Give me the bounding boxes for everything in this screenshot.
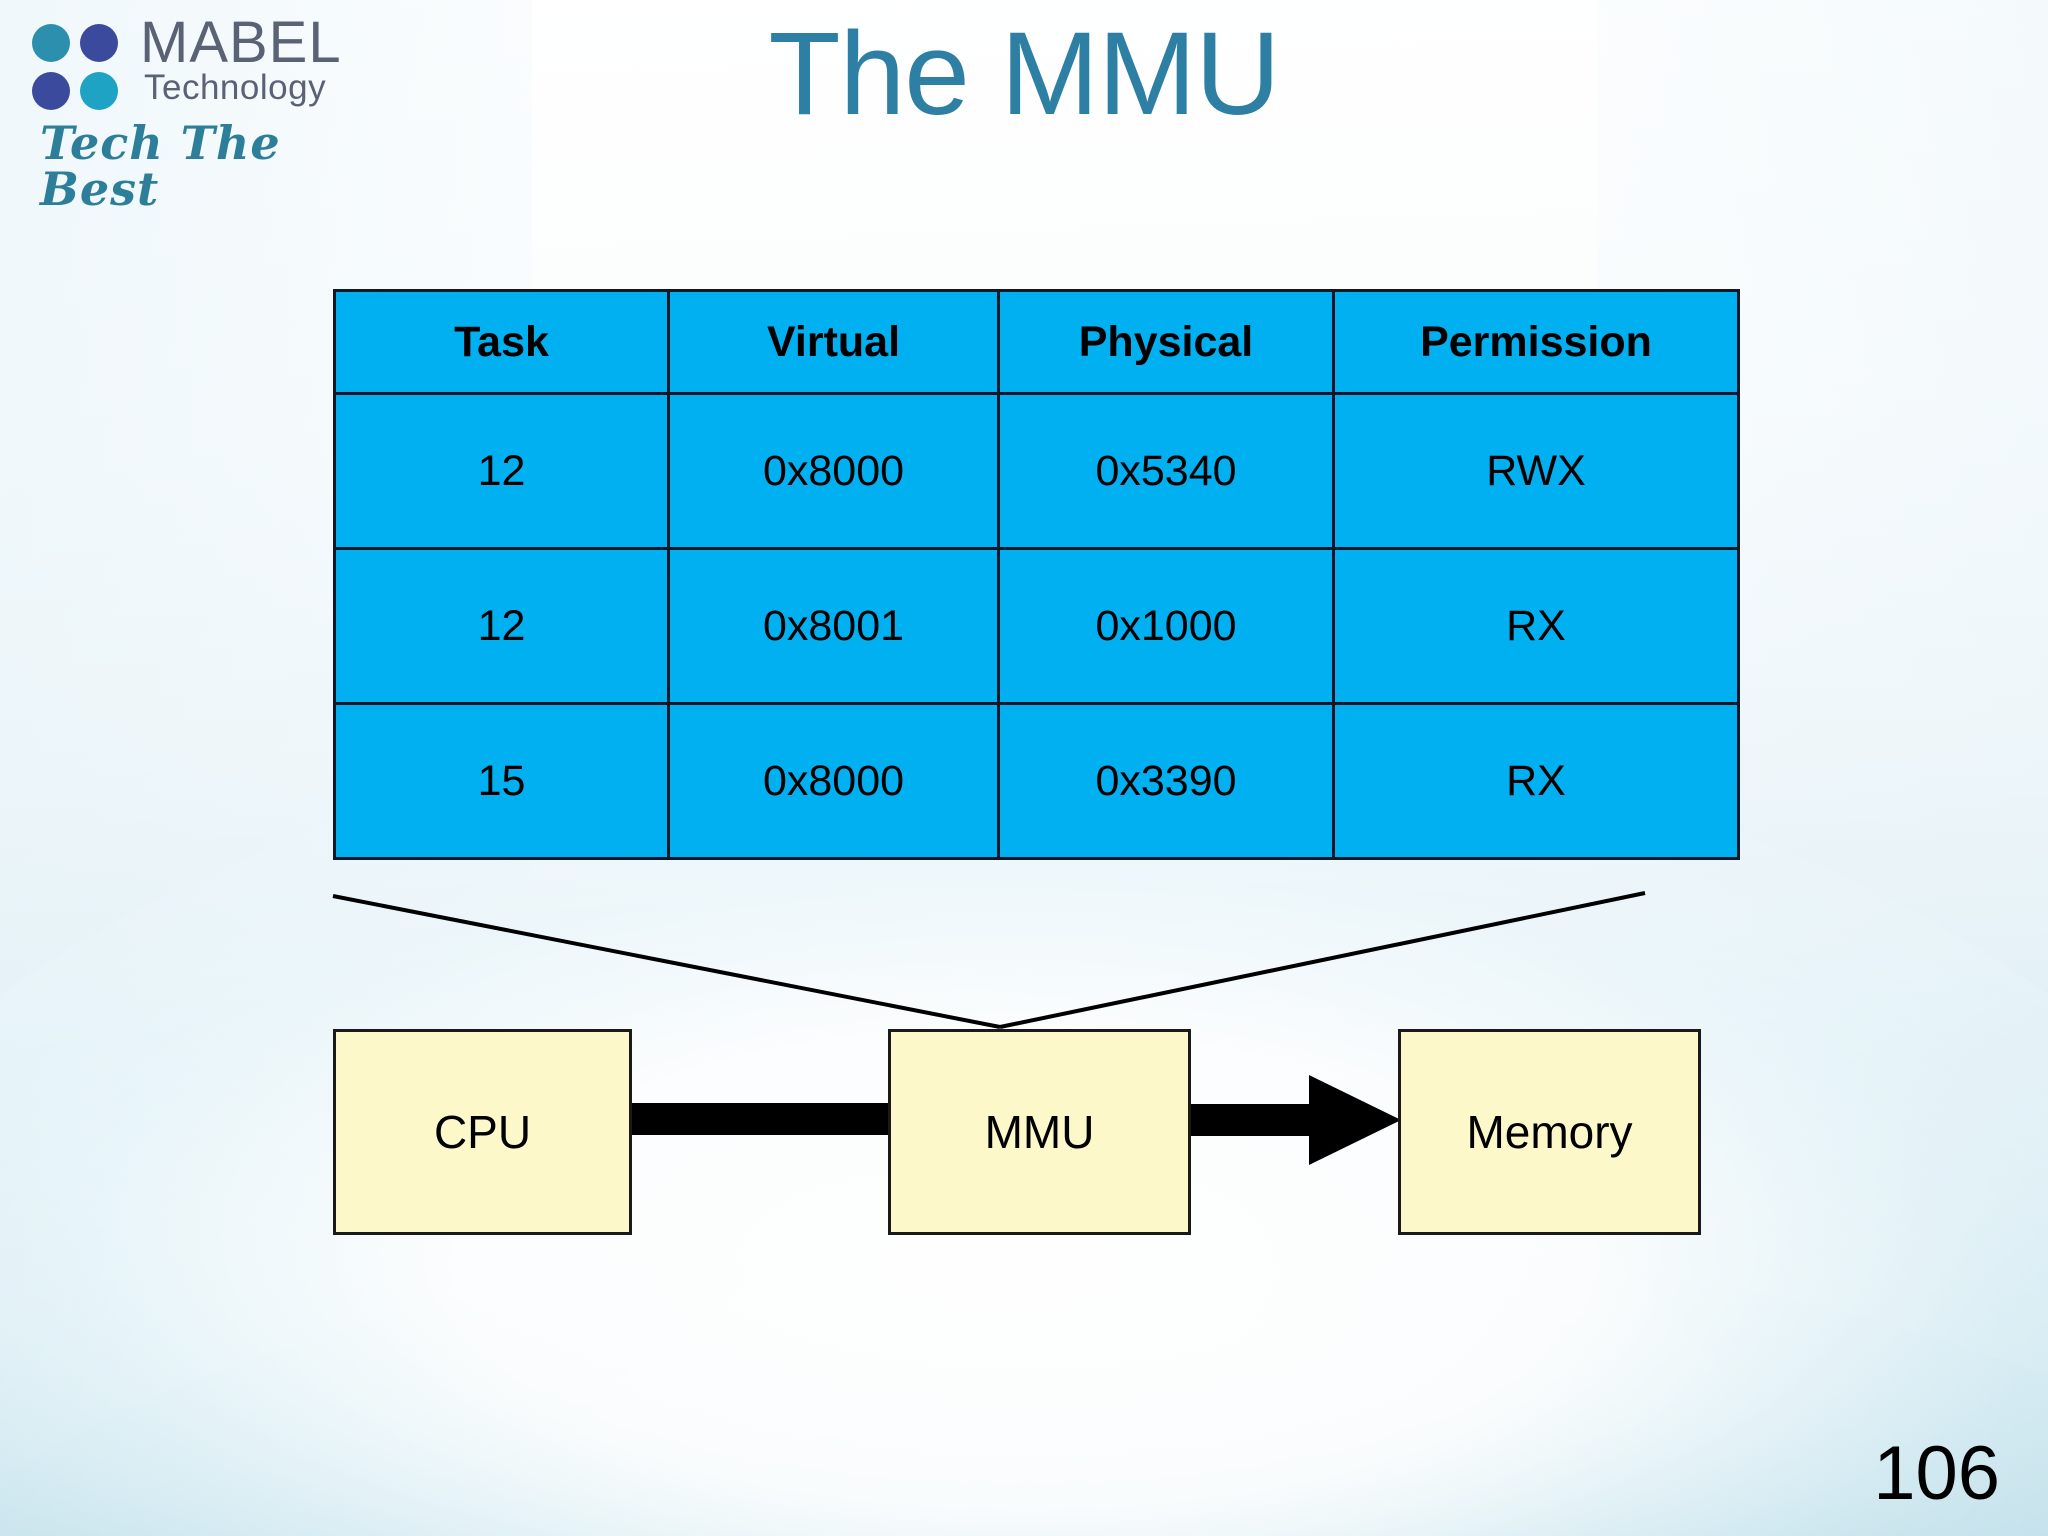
- cell-virtual: 0x8001: [667, 547, 1000, 705]
- cell-task: 12: [333, 547, 670, 705]
- column-header-permission: Permission: [1332, 289, 1740, 395]
- logo-brand-text: MABEL: [140, 10, 342, 75]
- logo-dots-icon: [32, 24, 132, 116]
- diagram-box-mmu: MMU: [888, 1029, 1191, 1235]
- logo-dot-2-icon: [80, 24, 118, 62]
- cell-task: 15: [333, 702, 670, 860]
- column-header-virtual: Virtual: [667, 289, 1000, 395]
- cell-physical: 0x3390: [997, 702, 1335, 860]
- page-number: 106: [1873, 1431, 2000, 1516]
- cell-virtual: 0x8000: [667, 702, 1000, 860]
- logo-dot-4-icon: [80, 72, 118, 110]
- logo-dot-1-icon: [32, 24, 70, 62]
- cell-permission: RX: [1332, 702, 1740, 860]
- diagram-box-cpu-label: CPU: [433, 1106, 532, 1158]
- diagram-box-cpu: CPU: [333, 1029, 632, 1235]
- cell-task: 12: [333, 392, 670, 550]
- arrow-right-icon: [1191, 1075, 1401, 1165]
- column-header-task: Task: [333, 289, 670, 395]
- table-row: 12 0x8000 0x5340 RWX: [333, 392, 1740, 550]
- cell-physical: 0x1000: [997, 547, 1335, 705]
- diagram-box-memory: Memory: [1398, 1029, 1701, 1235]
- table-header-row: Task Virtual Physical Permission: [333, 289, 1740, 395]
- cell-permission: RWX: [1332, 392, 1740, 550]
- table-row: 12 0x8001 0x1000 RX: [333, 547, 1740, 705]
- diagram-box-memory-label: Memory: [1466, 1106, 1633, 1158]
- cell-virtual: 0x8000: [667, 392, 1000, 550]
- page-table-mapping: Task Virtual Physical Permission 12 0x80…: [333, 289, 1740, 860]
- cell-permission: RX: [1332, 547, 1740, 705]
- logo-tagline-text: Tech The Best: [40, 116, 281, 216]
- cell-physical: 0x5340: [997, 392, 1335, 550]
- logo-dot-3-icon: [32, 72, 70, 110]
- connector-mmu-to-memory: [1191, 1075, 1401, 1165]
- logo-subbrand-text: Technology: [144, 68, 327, 107]
- table-row: 15 0x8000 0x3390 RX: [333, 702, 1740, 860]
- connector-cpu-to-mmu: [632, 1103, 888, 1135]
- page-title: The MMU: [768, 8, 1281, 140]
- diagram-box-mmu-label: MMU: [984, 1106, 1095, 1158]
- company-logo: MABEL Technology Tech The Best: [22, 8, 362, 212]
- column-header-physical: Physical: [997, 289, 1335, 395]
